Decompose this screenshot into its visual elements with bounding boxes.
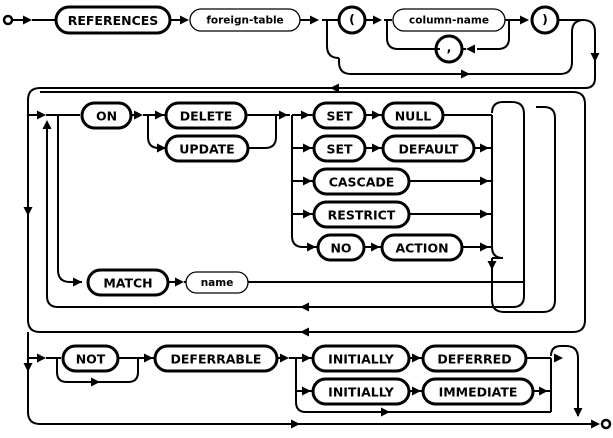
token-not: NOT [61, 344, 120, 373]
token-set-null: SET NULL [312, 101, 445, 130]
token-name: name [185, 271, 249, 294]
rail-columnname-loop-left [384, 19, 440, 50]
token-set2-label: SET [326, 142, 353, 157]
token-on: ON [80, 101, 133, 130]
token-no-label: NO [330, 241, 351, 256]
token-left-paren: ( [337, 5, 367, 35]
token-null-label: NULL [395, 109, 432, 124]
start-marker [2, 14, 32, 26]
token-match-label: MATCH [103, 276, 152, 291]
token-default-label: DEFAULT [399, 142, 459, 157]
token-set1-label: SET [326, 109, 353, 124]
rail-initially-fanout [295, 358, 450, 413]
token-initially2-label: INITIALLY [328, 385, 395, 400]
token-deferrable-label: DEFERRABLE [171, 352, 262, 367]
token-initially-immediate: INITIALLY IMMEDIATE [311, 377, 535, 406]
token-no-action: NO ACTION [316, 233, 464, 262]
token-delete-label: DELETE [180, 109, 232, 124]
token-delete: DELETE [164, 101, 248, 130]
rail-paren-bypass [338, 19, 585, 75]
token-match: MATCH [86, 268, 170, 297]
token-column-name-label: column-name [409, 15, 489, 27]
token-on-label: ON [96, 109, 117, 124]
token-cascade-label: CASCADE [329, 175, 395, 190]
token-foreign-table-label: foreign-table [206, 15, 283, 27]
token-initially-deferred: INITIALLY DEFERRED [311, 344, 528, 373]
token-set-default: SET DEFAULT [312, 134, 476, 163]
token-immediate-label: IMMEDIATE [439, 385, 518, 400]
rail-on-group-repeat [46, 126, 525, 308]
token-right-paren-label: ) [542, 12, 548, 27]
token-restrict-label: RESTRICT [328, 208, 396, 223]
rail-on-match-split [57, 115, 72, 283]
token-deferrable: DEFERRABLE [153, 344, 279, 373]
token-update: UPDATE [164, 134, 250, 163]
token-right-paren: ) [530, 5, 560, 35]
token-restrict: RESTRICT [312, 200, 411, 229]
token-foreign-table: foreign-table [189, 8, 301, 32]
token-cascade: CASCADE [312, 167, 411, 196]
token-not-label: NOT [76, 352, 106, 367]
rail-on-group-bypass [40, 91, 586, 333]
token-update-label: UPDATE [179, 142, 234, 157]
token-comma-label: , [447, 40, 452, 55]
token-left-paren-label: ( [349, 12, 355, 27]
rail-after-rparen [558, 19, 596, 56]
rail-paren-split [322, 19, 340, 59]
rail-action-fanout [291, 115, 304, 248]
token-references-label: REFERENCES [68, 13, 159, 28]
token-name-label: name [201, 277, 234, 289]
rail-delete-update-split [147, 115, 160, 149]
token-references: REFERENCES [54, 5, 172, 35]
token-column-name: column-name [392, 8, 506, 32]
end-marker [586, 418, 612, 430]
token-initially1-label: INITIALLY [328, 352, 395, 367]
token-action-label: ACTION [395, 241, 448, 256]
token-deferred-label: DEFERRED [437, 352, 511, 367]
